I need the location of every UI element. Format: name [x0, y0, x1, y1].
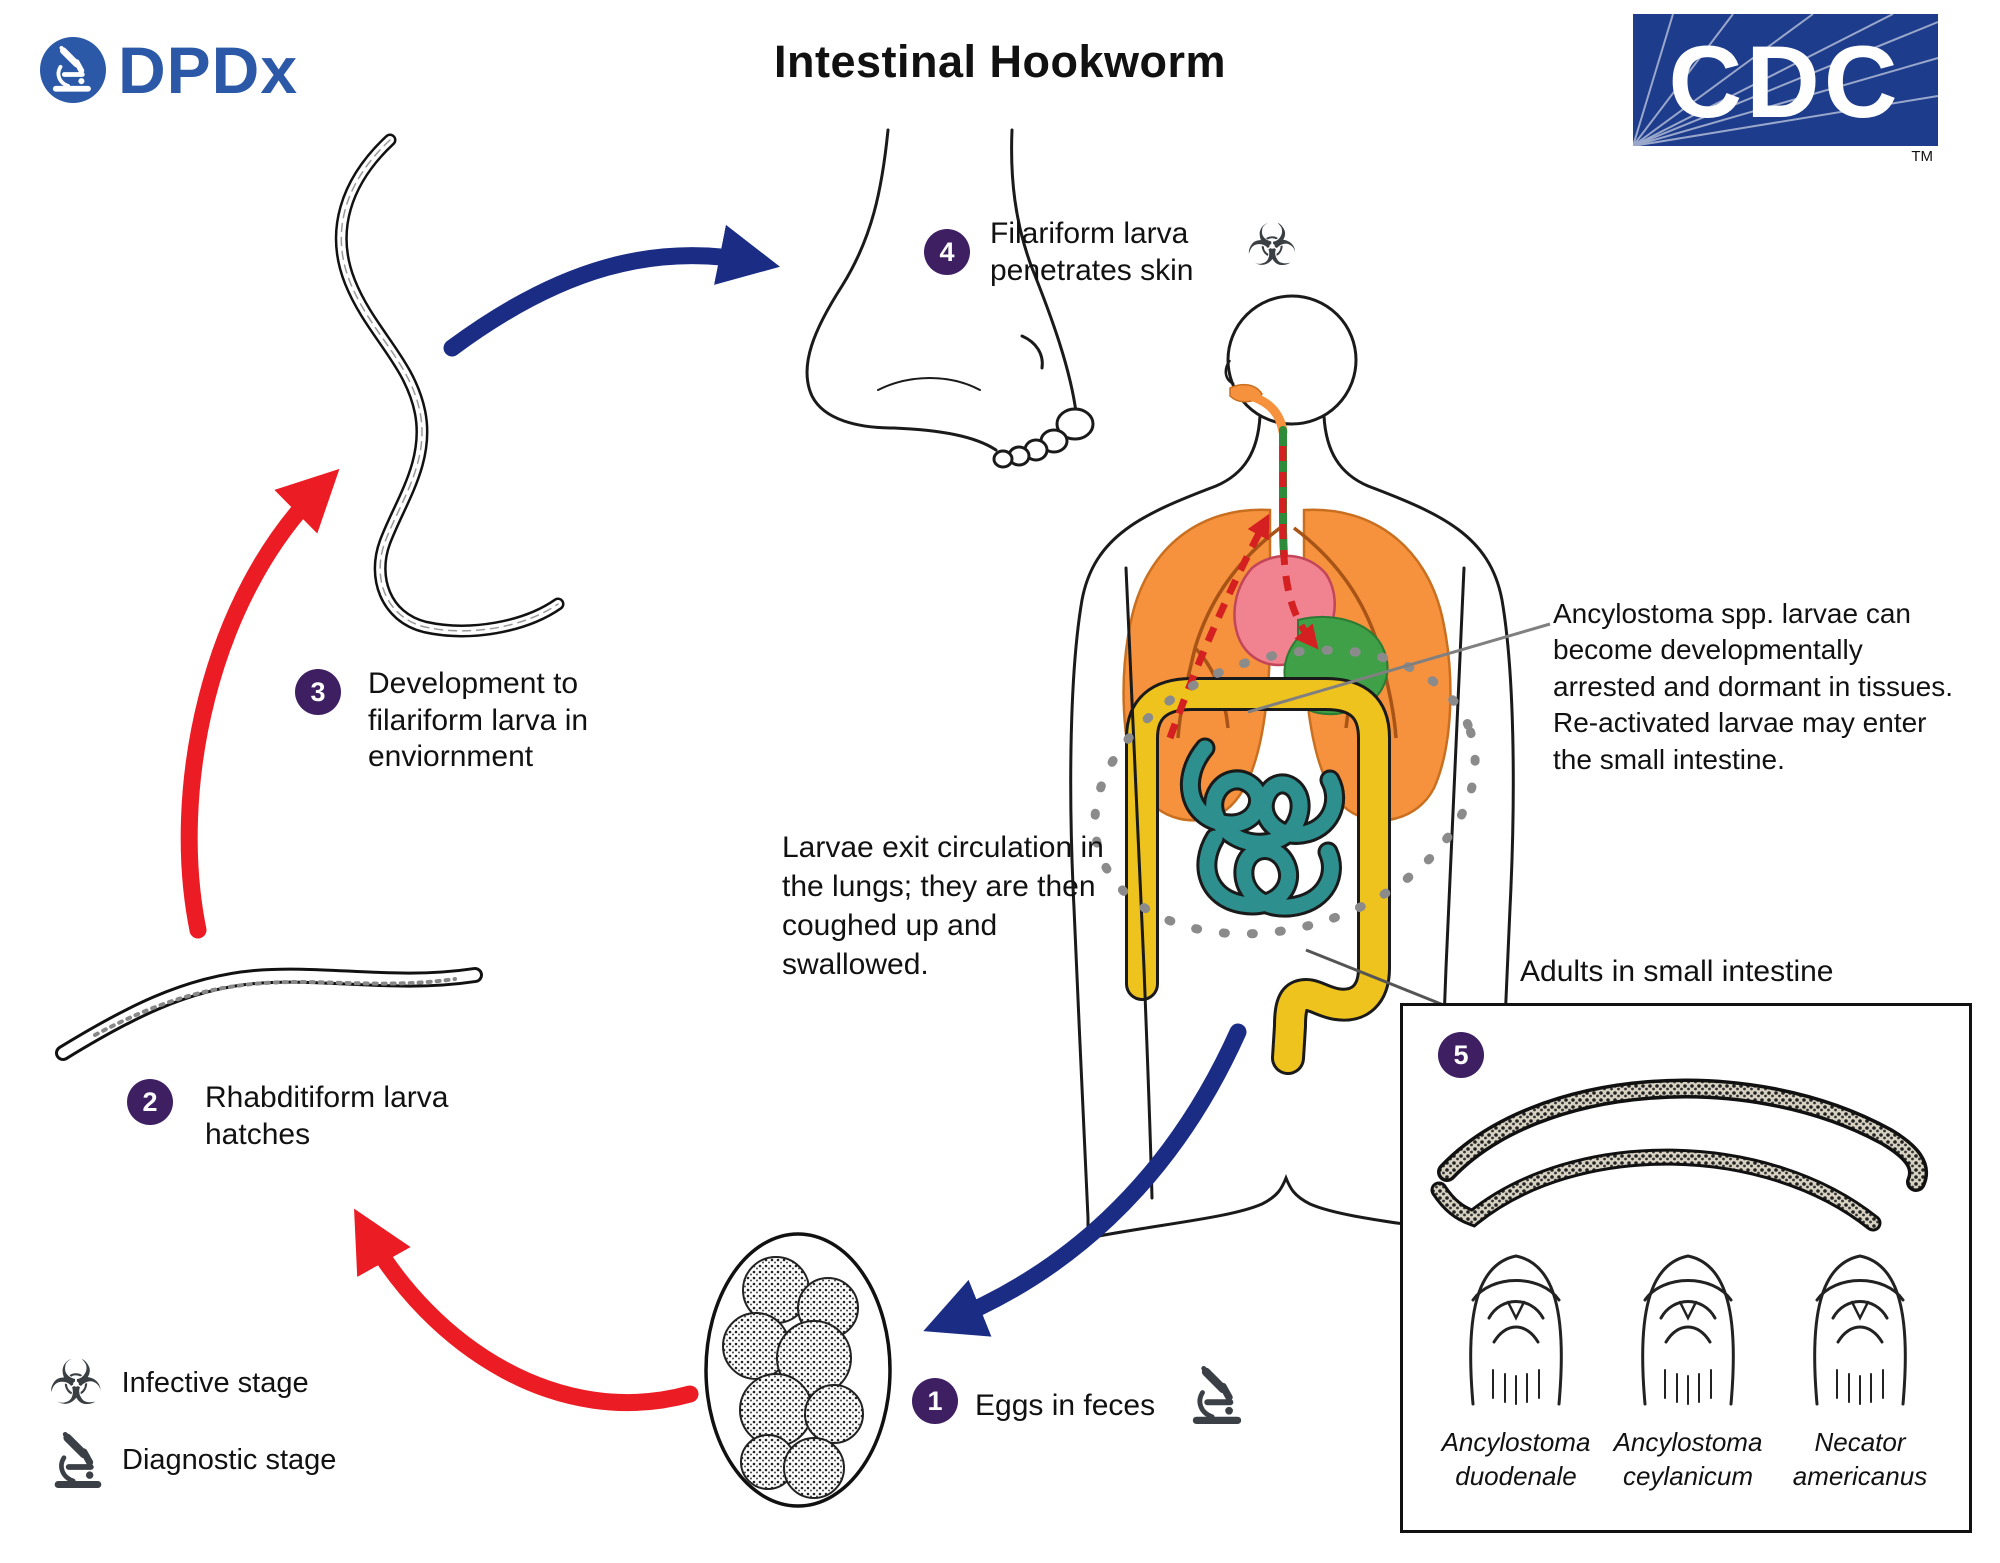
page-title: Intestinal Hookworm [773, 36, 1227, 87]
species-label-ancylostoma-duodenale: Ancylostoma duodenale [1428, 1426, 1604, 1494]
nose-line [1224, 359, 1235, 386]
cdc-logo: CDC TM [1633, 14, 1939, 164]
egg-blastomeres [722, 1256, 864, 1499]
adult-worms-illustration [1430, 1078, 1929, 1232]
microscope-icon [1190, 1366, 1244, 1424]
microscope-icon [52, 1432, 104, 1488]
foot-illustration [805, 128, 1095, 469]
step-5-badge: 5 [1438, 1032, 1484, 1078]
dpdx-logo-text: DPDx [118, 33, 299, 107]
dpdx-logo: DPDx [36, 32, 298, 108]
step-1-badge: 1 [912, 1378, 958, 1424]
species-genus: Ancylostoma [1613, 1427, 1763, 1457]
buccal-capsules-illustration [1469, 1254, 1907, 1406]
step-4-badge: 4 [924, 229, 970, 275]
step-3-label: Development to filariform larva in envio… [368, 667, 589, 774]
step-3-badge: 3 [295, 669, 341, 715]
adults-heading: Adults in small intestine [1520, 955, 1834, 988]
legend-diagnostic-label: Diagnostic stage [122, 1443, 337, 1476]
dormancy-note: Ancylostoma spp. larvae can become devel… [1553, 598, 1953, 775]
step-2-label: Rhabditiform larva hatches [205, 1081, 449, 1151]
biohazard-icon: ☣ [1246, 211, 1298, 279]
cdc-logo-rays [1633, 14, 1939, 147]
step-4-label: Filariform larva penetrates skin [990, 217, 1194, 287]
egg-illustration [704, 1232, 892, 1508]
species-name: americanus [1792, 1460, 1928, 1491]
arrow-eggs-to-rhabditiform [354, 1208, 699, 1411]
filariform-larva-illustration [334, 133, 565, 638]
biohazard-icon: ☣ [48, 1346, 104, 1419]
species-genus: Ancylostoma [1441, 1427, 1591, 1457]
lungs-exit-note: Larvae exit circulation in the lungs; th… [782, 831, 1104, 981]
step-2-badge: 2 [127, 1079, 173, 1125]
head [1226, 294, 1358, 426]
species-label-necator-americanus: Necator americanus [1772, 1426, 1948, 1494]
legend-infective-stage: ☣ Infective stage [48, 1352, 309, 1414]
species-name: duodenale [1455, 1460, 1577, 1491]
dpdx-microscope-icon [40, 37, 106, 103]
adults-in-small-intestine-box: Ancylostoma duodenale Ancylostoma ceylan… [1400, 1003, 1972, 1533]
step-1-label: Eggs in feces [975, 1389, 1156, 1422]
cdc-tm-mark: TM [1911, 148, 1933, 164]
rhabditiform-larva-illustration [55, 967, 483, 1061]
legend-infective-label: Infective stage [121, 1366, 309, 1399]
species-genus: Necator [1814, 1427, 1906, 1457]
species-name: ceylanicum [1622, 1460, 1754, 1491]
species-label-ancylostoma-ceylanicum: Ancylostoma ceylanicum [1600, 1426, 1776, 1494]
cdc-logo-text: CDC [1669, 25, 1902, 139]
legend-diagnostic-stage: Diagnostic stage [52, 1432, 336, 1488]
